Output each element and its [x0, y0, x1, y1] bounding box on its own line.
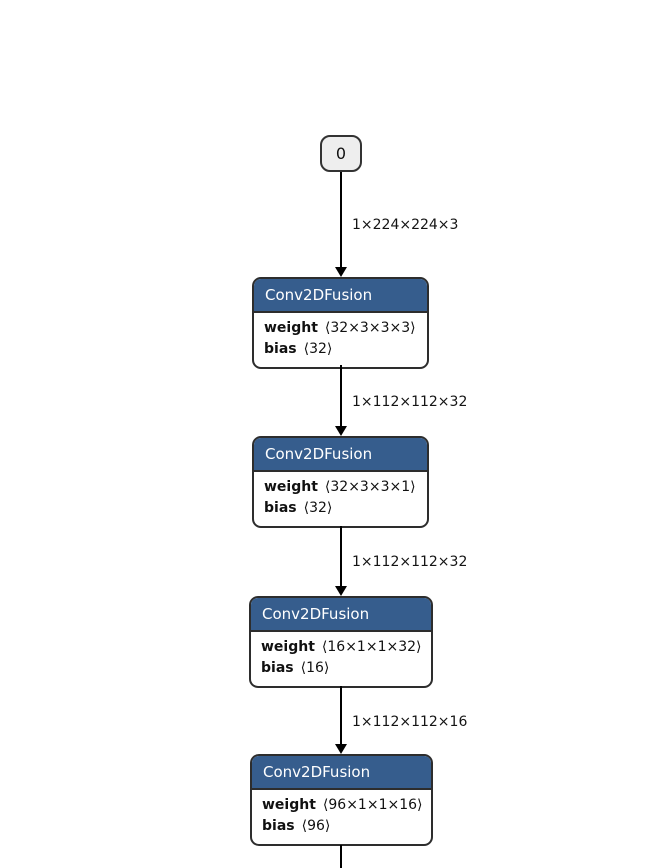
- attr-name: weight: [261, 639, 315, 655]
- node-attr-weight: weight ⟨32×3×3×1⟩: [264, 477, 417, 498]
- node-attr-bias: bias ⟨16⟩: [261, 658, 421, 679]
- attr-value: ⟨96×1×1×16⟩: [322, 797, 423, 813]
- node-attr-weight: weight ⟨32×3×3×3⟩: [264, 318, 417, 339]
- node-header[interactable]: Conv2DFusion: [251, 598, 431, 632]
- tensor-shape-label: 1×112×112×32: [352, 554, 468, 570]
- attr-value: ⟨16×1×1×32⟩: [321, 639, 422, 655]
- edge-line: [340, 172, 342, 268]
- node-body: weight ⟨32×3×3×1⟩ bias ⟨32⟩: [254, 472, 427, 526]
- attr-value: ⟨32⟩: [303, 500, 333, 516]
- arrowhead-icon: [335, 426, 347, 436]
- attr-name: bias: [264, 341, 297, 357]
- input-node[interactable]: 0: [320, 135, 362, 172]
- arrowhead-icon: [335, 586, 347, 596]
- node-body: weight ⟨96×1×1×16⟩ bias ⟨96⟩: [252, 790, 431, 844]
- node-conv2dfusion[interactable]: Conv2DFusion weight ⟨96×1×1×16⟩ bias ⟨96⟩: [250, 754, 433, 846]
- attr-name: bias: [262, 818, 295, 834]
- node-attr-weight: weight ⟨16×1×1×32⟩: [261, 637, 421, 658]
- edge-line: [340, 845, 342, 868]
- arrowhead-icon: [335, 267, 347, 277]
- node-header[interactable]: Conv2DFusion: [254, 438, 427, 472]
- node-body: weight ⟨16×1×1×32⟩ bias ⟨16⟩: [251, 632, 431, 686]
- node-conv2dfusion[interactable]: Conv2DFusion weight ⟨32×3×3×3⟩ bias ⟨32⟩: [252, 277, 429, 369]
- node-header[interactable]: Conv2DFusion: [254, 279, 427, 313]
- attr-name: weight: [264, 320, 318, 336]
- node-body: weight ⟨32×3×3×3⟩ bias ⟨32⟩: [254, 313, 427, 367]
- attr-value: ⟨32⟩: [303, 341, 333, 357]
- attr-name: weight: [262, 797, 316, 813]
- attr-value: ⟨32×3×3×3⟩: [324, 320, 416, 336]
- attr-name: bias: [264, 500, 297, 516]
- tensor-shape-label: 1×112×112×16: [352, 714, 468, 730]
- node-attr-bias: bias ⟨32⟩: [264, 339, 417, 360]
- node-header[interactable]: Conv2DFusion: [252, 756, 431, 790]
- input-node-label: 0: [335, 144, 347, 163]
- edge-line: [340, 365, 342, 427]
- attr-value: ⟨96⟩: [301, 818, 331, 834]
- node-attr-weight: weight ⟨96×1×1×16⟩: [262, 795, 423, 816]
- tensor-shape-label: 1×224×224×3: [352, 217, 459, 233]
- edge-line: [340, 686, 342, 745]
- arrowhead-icon: [335, 744, 347, 754]
- attr-value: ⟨32×3×3×1⟩: [324, 479, 416, 495]
- attr-name: bias: [261, 660, 294, 676]
- node-conv2dfusion[interactable]: Conv2DFusion weight ⟨32×3×3×1⟩ bias ⟨32⟩: [252, 436, 429, 528]
- tensor-shape-label: 1×112×112×32: [352, 394, 468, 410]
- edge-line: [340, 526, 342, 587]
- node-attr-bias: bias ⟨96⟩: [262, 816, 421, 837]
- node-attr-bias: bias ⟨32⟩: [264, 498, 417, 519]
- attr-name: weight: [264, 479, 318, 495]
- node-conv2dfusion[interactable]: Conv2DFusion weight ⟨16×1×1×32⟩ bias ⟨16⟩: [249, 596, 433, 688]
- attr-value: ⟨16⟩: [300, 660, 330, 676]
